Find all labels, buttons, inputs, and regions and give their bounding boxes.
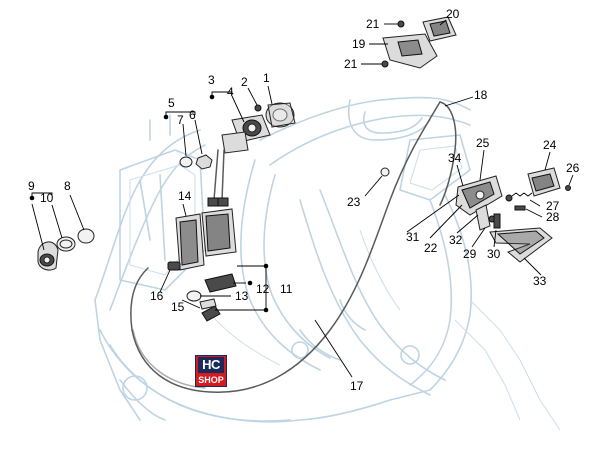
cable-18 — [439, 101, 457, 206]
cable-17 — [130, 101, 441, 393]
callout-11: 11 — [280, 282, 293, 296]
part-20-seat-lock — [422, 16, 457, 42]
callout-30: 30 — [487, 247, 501, 261]
callout-34: 34 — [448, 151, 462, 165]
callout-25: 25 — [476, 136, 490, 150]
part-8-seal — [77, 228, 95, 244]
callout-3: 3 — [208, 73, 215, 87]
part-23-grommet — [380, 167, 390, 177]
part-9-lock-body — [37, 241, 59, 271]
callout-18: 18 — [474, 88, 488, 102]
callout-22: 22 — [424, 241, 438, 255]
callout-5: 5 — [168, 96, 175, 110]
callout-8: 8 — [64, 179, 71, 193]
part-30-bolt — [493, 213, 501, 229]
callout-7: 7 — [177, 113, 184, 127]
callout-24: 24 — [543, 138, 557, 152]
part-33-cover — [489, 227, 553, 263]
part-14-control-unit — [175, 208, 237, 271]
leader-lines — [29, 19, 574, 378]
callout-31: 31 — [406, 230, 420, 244]
scooter-frame — [94, 96, 561, 431]
callout-15: 15 — [171, 300, 185, 314]
callout-19: 19 — [352, 37, 366, 51]
callout-1: 1 — [263, 71, 270, 85]
callout-17: 17 — [350, 379, 364, 393]
callout-29: 29 — [463, 247, 477, 261]
callout-6: 6 — [189, 108, 196, 122]
part-13-key — [186, 273, 237, 302]
callout-23: 23 — [347, 195, 361, 209]
part-4-lock-assembly — [221, 114, 271, 154]
part-10-gasket — [56, 236, 76, 252]
part-27-spring — [505, 192, 533, 202]
callout-21-bottom: 21 — [344, 57, 358, 71]
callout-13: 13 — [235, 289, 249, 303]
part-7-washer — [179, 156, 193, 168]
callout-27: 27 — [546, 199, 560, 213]
part-16-connector — [167, 261, 181, 271]
logo-shop-text: SHOP — [198, 375, 224, 385]
part-19-seat-lock-bracket — [382, 33, 438, 69]
part-24-lock-unit — [527, 167, 561, 197]
logo-hc-text: HC — [198, 357, 224, 373]
part-2-screw — [254, 104, 262, 112]
part-32-lever — [475, 204, 491, 231]
callout-32: 32 — [449, 233, 463, 247]
callout-16: 16 — [150, 289, 164, 303]
part-22-latch-bracket — [455, 175, 503, 216]
lock-wires — [207, 149, 229, 207]
callout-9: 9 — [28, 179, 35, 193]
callout-labels: 1 2 3 4 5 6 7 8 9 10 11 12 13 14 15 16 1… — [28, 7, 580, 393]
callout-21-top: 21 — [366, 17, 380, 31]
callout-4: 4 — [227, 85, 234, 99]
callout-14: 14 — [178, 189, 192, 203]
callout-20: 20 — [446, 7, 460, 21]
callout-2: 2 — [241, 75, 248, 89]
cables — [130, 101, 457, 393]
part-26-screw — [565, 185, 571, 191]
callout-28: 28 — [546, 210, 560, 224]
callout-26: 26 — [566, 161, 580, 175]
callout-10: 10 — [40, 191, 54, 205]
part-6-nut — [195, 154, 213, 170]
callout-33: 33 — [533, 274, 547, 288]
hc-shop-logo: HC SHOP — [195, 355, 227, 387]
part-28-pin — [514, 205, 526, 211]
part-1-housing — [265, 102, 296, 128]
callout-12: 12 — [256, 282, 270, 296]
